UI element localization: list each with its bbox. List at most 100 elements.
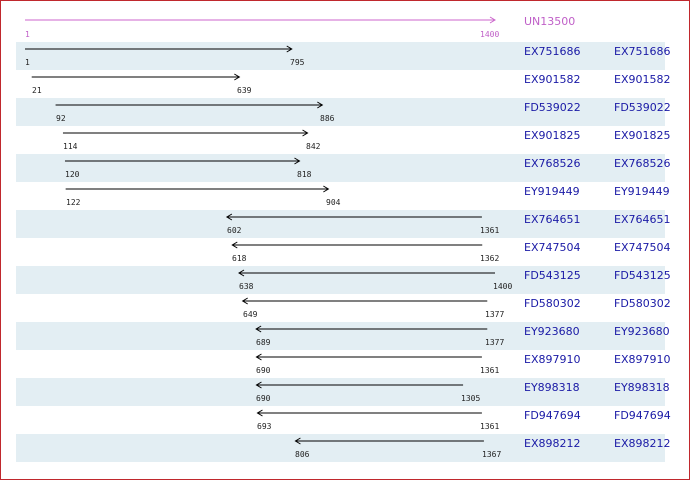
alignment-arrow (31, 73, 241, 81)
alignment-row (16, 154, 665, 182)
alignment-arrow (65, 185, 330, 193)
reference-name: UN13500 (524, 15, 576, 28)
alignment-name-secondary: EX751686 (614, 45, 671, 58)
alignment-arrow-arrowhead (323, 185, 330, 193)
alignment-start-label: 689 (256, 338, 271, 347)
alignment-start-label: 690 (256, 394, 271, 403)
reference-end: 1400 (480, 30, 500, 39)
alignment-row (16, 42, 665, 70)
alignment-name: EY919449 (524, 185, 580, 198)
alignment-row (16, 210, 665, 238)
alignment-name-secondary: FD580302 (614, 297, 671, 310)
alignment-arrow-arrowhead (225, 213, 233, 221)
alignment-end-label: 1377 (485, 310, 505, 319)
alignment-name: EX747504 (524, 241, 581, 254)
alignment-start-label: 693 (257, 422, 272, 431)
alignment-name: FD580302 (524, 297, 581, 310)
alignment-end-label: 1362 (480, 254, 500, 263)
alignment-arrow-arrowhead (255, 325, 262, 333)
alignment-row (16, 434, 665, 462)
alignment-arrow-arrowhead (234, 73, 241, 81)
alignment-name-secondary: EY898318 (614, 381, 670, 394)
alignment-name-secondary: EX901582 (614, 73, 671, 86)
alignment-start-label: 114 (63, 142, 78, 151)
alignment-start-label: 120 (65, 170, 80, 179)
alignment-arrow-arrowhead (256, 409, 263, 417)
alignment-name: EX751686 (524, 45, 581, 58)
alignment-arrow-arrowhead (241, 297, 248, 305)
alignment-name: EX901582 (524, 73, 581, 86)
alignment-start-label: 638 (239, 282, 254, 291)
alignment-arrow-arrowhead (294, 437, 301, 445)
alignment-name: FD947694 (524, 409, 581, 422)
alignment-name-secondary: FD543125 (614, 269, 671, 282)
alignment-arrow-arrowhead (294, 157, 301, 165)
alignment-name-secondary: EX897910 (614, 353, 671, 366)
alignment-arrow (294, 437, 484, 445)
alignment-start-label: 649 (243, 310, 258, 319)
alignment-arrow-arrowhead (255, 353, 262, 361)
alignment-name: EY923680 (524, 325, 580, 338)
alignment-name: EX768526 (524, 157, 581, 170)
reference-arrow-mark-arrowhead (489, 16, 496, 24)
alignment-name-secondary: EX768526 (614, 157, 671, 170)
alignment-name: EX764651 (524, 213, 581, 226)
alignment-name: FD539022 (524, 101, 581, 114)
alignment-end-label: 1361 (480, 366, 500, 375)
alignment-end-label: 904 (326, 198, 341, 207)
alignment-start-label: 92 (56, 114, 66, 123)
alignment-end-label: 842 (306, 142, 321, 151)
alignment-end-label: 818 (297, 170, 312, 179)
alignment-row (16, 322, 665, 350)
alignment-arrow-arrowhead (238, 269, 245, 277)
alignment-start-label: 1 (25, 58, 30, 67)
alignment-end-label: 795 (290, 58, 305, 67)
reference-start: 1 (25, 30, 30, 39)
alignment-arrow (241, 297, 488, 305)
alignment-end-label: 886 (320, 114, 335, 123)
alignment-name-secondary: EY919449 (614, 185, 670, 198)
alignment-arrow (255, 353, 482, 361)
alignment-name-secondary: FD539022 (614, 101, 671, 114)
alignment-arrow-arrowhead (231, 241, 238, 249)
alignment-arrow-arrowhead (286, 45, 293, 53)
alignment-arrow (255, 325, 488, 333)
alignment-arrow (55, 101, 324, 109)
alignment-name-secondary: EX764651 (614, 213, 671, 226)
alignment-name: EX898212 (524, 437, 581, 450)
alignment-name: EX897910 (524, 353, 581, 366)
alignment-name-secondary: EX747504 (614, 241, 671, 254)
alignment-row (16, 98, 665, 126)
alignment-end-label: 639 (237, 86, 252, 95)
alignment-end-label: 1377 (485, 338, 505, 347)
alignment-start-label: 602 (227, 226, 242, 235)
alignment-name-secondary: EX901825 (614, 129, 671, 142)
alignment-arrow (231, 241, 483, 249)
alignment-end-label: 1305 (461, 394, 481, 403)
alignment-name-secondary: FD947694 (614, 409, 671, 422)
alignment-start-label: 21 (32, 86, 42, 95)
alignment-name: FD543125 (524, 269, 581, 282)
alignment-arrow-arrowhead (317, 101, 324, 109)
alignment-row (16, 378, 665, 406)
alignment-end-label: 1400 (493, 282, 513, 291)
alignment-arrow (238, 269, 495, 277)
alignment-start-label: 618 (232, 254, 247, 263)
alignment-start-label: 806 (295, 450, 310, 459)
alignment-arrow (64, 157, 301, 165)
alignment-arrow (62, 129, 309, 137)
alignment-name: EY898318 (524, 381, 580, 394)
alignment-arrow (255, 381, 464, 389)
alignment-arrow (25, 45, 293, 53)
alignment-arrow (225, 213, 482, 221)
alignment-name-secondary: EY923680 (614, 325, 670, 338)
alignment-name: EX901825 (524, 129, 581, 142)
alignment-end-label: 1367 (482, 450, 502, 459)
alignment-arrow-arrowhead (302, 129, 309, 137)
alignment-start-label: 122 (66, 198, 81, 207)
alignment-row (16, 266, 665, 294)
alignment-name-secondary: EX898212 (614, 437, 671, 450)
alignment-arrow (256, 409, 482, 417)
